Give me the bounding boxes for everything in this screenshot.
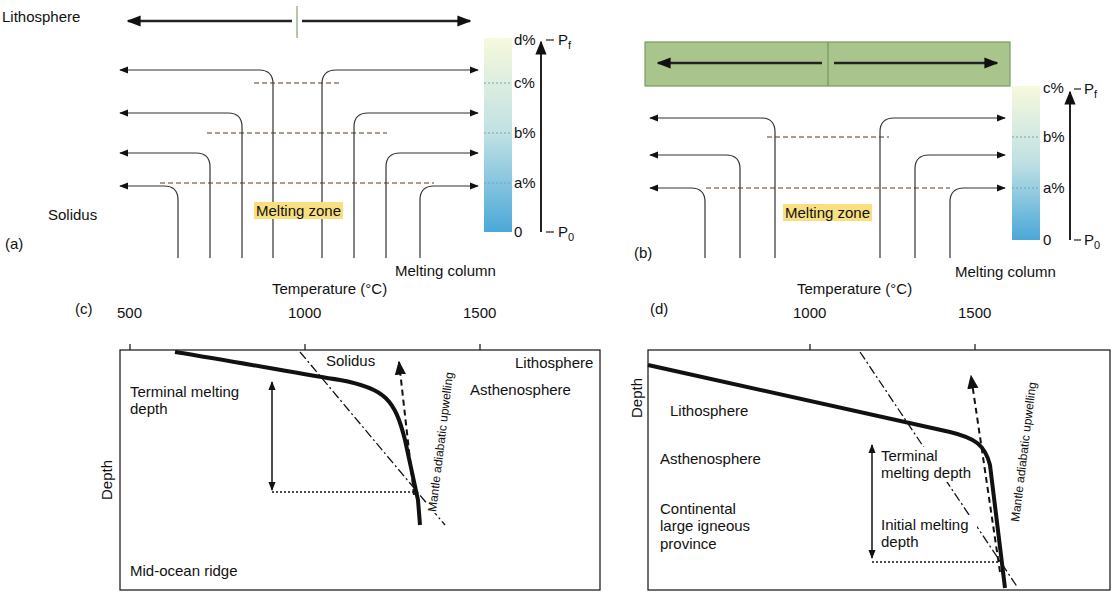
- geotherm: [648, 365, 1005, 588]
- layer-name: Lithosphere: [670, 402, 748, 419]
- melting-triangle: [115, 37, 483, 230]
- melt-fraction: a%: [514, 174, 536, 191]
- melt-fraction-bar: [484, 38, 512, 232]
- pressure-symbol: P: [558, 31, 568, 48]
- bar-level-lines: [1012, 137, 1040, 188]
- tick: [1074, 88, 1081, 89]
- melt-level-lines: [706, 137, 950, 188]
- axis-title: Depth: [628, 378, 645, 418]
- lithosphere-layer-fill: [120, 350, 600, 377]
- geotherm: [175, 352, 420, 525]
- depth-label: Terminal melting depth: [130, 383, 265, 418]
- tick: [546, 39, 554, 40]
- layer-name: Melting zone: [254, 202, 343, 219]
- melting-triangle: [645, 88, 1010, 240]
- tick-label: 1000: [793, 304, 826, 321]
- tick: [1074, 239, 1081, 240]
- layer-name: Lithosphere: [2, 8, 80, 25]
- tick-label: 1500: [958, 304, 991, 321]
- column-label: Melting column: [395, 262, 496, 279]
- melting-zone: Melting zone: [645, 88, 1010, 240]
- panel-d: [648, 344, 1110, 590]
- lithosphere-band: [645, 42, 1010, 86]
- panel-letter: (a): [5, 235, 23, 252]
- panel-letter: (c): [75, 300, 93, 317]
- curve-label: Mantle adiabatic upwelling: [426, 370, 457, 513]
- curve-label: Mantle adiabatic upwelling: [1009, 380, 1040, 523]
- depth-arrow: [871, 445, 873, 558]
- flow-lines: [650, 118, 1005, 258]
- melt-fraction: b%: [1043, 128, 1065, 145]
- pressure-arrow: [1069, 92, 1071, 240]
- panel-b: [645, 42, 1081, 258]
- adiabat-arrow: [399, 362, 414, 495]
- layer-label: Asthenosphere: [470, 381, 571, 398]
- depth-label: Initial melting depth: [880, 516, 977, 551]
- melt-fraction-bar: [1012, 86, 1040, 240]
- pressure-subscript: 0: [568, 231, 574, 244]
- panel-c: [120, 344, 600, 590]
- solidus-line: [860, 352, 1018, 588]
- pressure-subscript: 0: [1094, 239, 1100, 252]
- lithosphere-layer: Lithosphere: [648, 350, 1110, 440]
- layer-name: Lithosphere: [515, 354, 593, 371]
- pressure-symbol: P: [1084, 80, 1094, 97]
- melt-fraction: a%: [1043, 179, 1065, 196]
- tick-label: 500: [117, 304, 142, 321]
- flow-lines: [120, 70, 478, 258]
- setting-label: Mid-ocean ridge: [130, 562, 238, 579]
- axis-title: Temperature (°C): [797, 280, 912, 297]
- depth-guide: [272, 491, 414, 492]
- depth-guide: [872, 561, 1001, 562]
- pressure-symbol: P: [1084, 231, 1094, 248]
- spreading-arrow: [128, 20, 292, 23]
- melt-fraction: b%: [514, 124, 536, 141]
- tick: [546, 231, 554, 232]
- panel-a: [120, 6, 554, 258]
- plot-frame: [648, 350, 1110, 590]
- axis-ticks: [130, 344, 480, 350]
- depth-arrow: [271, 382, 273, 490]
- plot-frame: [120, 350, 600, 590]
- spreading-arrow: [302, 20, 470, 23]
- panel-letter: (d): [650, 300, 668, 317]
- melt-fraction: 0: [1043, 231, 1051, 248]
- lithosphere-band-fill: [115, 6, 485, 38]
- pressure-subscript: f: [568, 39, 571, 52]
- melt-fraction: d%: [514, 31, 536, 48]
- spreading-arrow: [658, 62, 822, 65]
- center-line: [297, 6, 298, 38]
- melt-level-lines: [160, 83, 434, 183]
- melting-zone: Melting zone: [115, 37, 483, 230]
- spreading-arrow: [834, 62, 997, 65]
- axis-title: Temperature (°C): [272, 280, 387, 297]
- axis-ticks: [810, 344, 975, 350]
- depth-label: Terminal melting depth: [880, 447, 977, 482]
- center-line: [828, 42, 829, 86]
- boundary-label: Solidus: [48, 206, 97, 223]
- layer-label: Asthenosphere: [660, 450, 761, 467]
- lithosphere-layer-fill: [648, 350, 1110, 440]
- bar-level-lines: [484, 83, 512, 183]
- tick-label: 1000: [288, 304, 321, 321]
- solidus-label: Solidus: [326, 352, 375, 369]
- pressure-subscript: f: [1094, 88, 1097, 101]
- melt-fraction: 0: [514, 223, 522, 240]
- panel-letter: (b): [634, 244, 652, 261]
- layer-name: Melting zone: [783, 204, 872, 221]
- lithosphere-band: Lithosphere: [0, 4, 486, 40]
- axis-title: Depth: [98, 460, 115, 500]
- melt-fraction: c%: [514, 74, 535, 91]
- melt-fraction: c%: [1043, 79, 1064, 96]
- tick-label: 1500: [463, 304, 496, 321]
- pressure-symbol: P: [558, 223, 568, 240]
- column-label: Melting column: [955, 263, 1056, 280]
- setting-label: Continental large igneous province: [660, 500, 772, 552]
- lithosphere-layer-shape: [648, 350, 1110, 440]
- pressure-arrow: [540, 42, 542, 232]
